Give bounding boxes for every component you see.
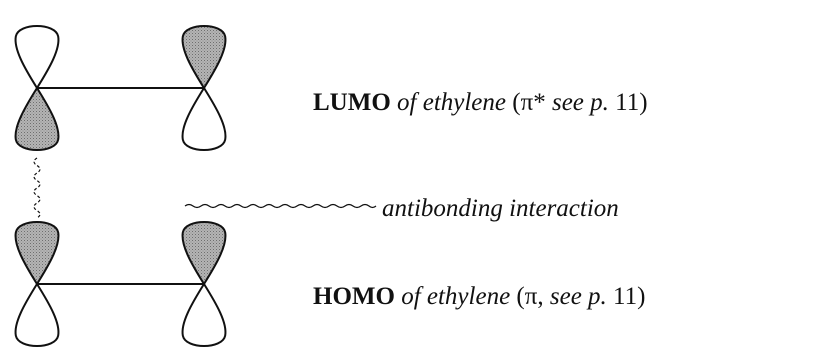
homo-right-lower-lobe [181,282,227,347]
homo-page-number: 11 [613,283,638,310]
homo-symbol: π, [524,283,544,310]
orbitals-group [14,25,377,347]
homo-right-upper-lobe [181,221,227,286]
vertical-wavy-interaction-line [33,157,41,219]
lumo-page-number: 11 [615,89,640,116]
homo-left-upper-lobe [14,221,60,286]
homo-left-lower-lobe [14,282,60,347]
lumo-right-lower-lobe [181,86,227,151]
homo-paren-close: ) [637,283,646,310]
lumo-left-upper-lobe [14,25,60,90]
homo-of-ethylene: of ethylene [401,283,511,310]
interaction-label: antibonding interaction [382,195,619,222]
lumo-see-ref: see p. [551,89,609,116]
lumo-name: LUMO [313,89,391,116]
lumo-label: LUMO of ethylene (π* see p. 11) [313,90,648,115]
lumo-paren-open: ( [512,89,521,116]
lumo-of-ethylene: of ethylene [397,89,507,116]
horizontal-wavy-interaction-line [184,203,377,209]
lumo-paren-close: ) [639,89,648,116]
lumo-right-upper-lobe [181,25,227,90]
lumo-symbol: π* [520,89,546,116]
lumo-left-lower-lobe [14,86,60,151]
homo-name: HOMO [313,283,395,310]
homo-see-ref: see p. [549,283,607,310]
homo-paren-open: ( [516,283,525,310]
homo-label: HOMO of ethylene (π, see p. 11) [313,284,645,309]
